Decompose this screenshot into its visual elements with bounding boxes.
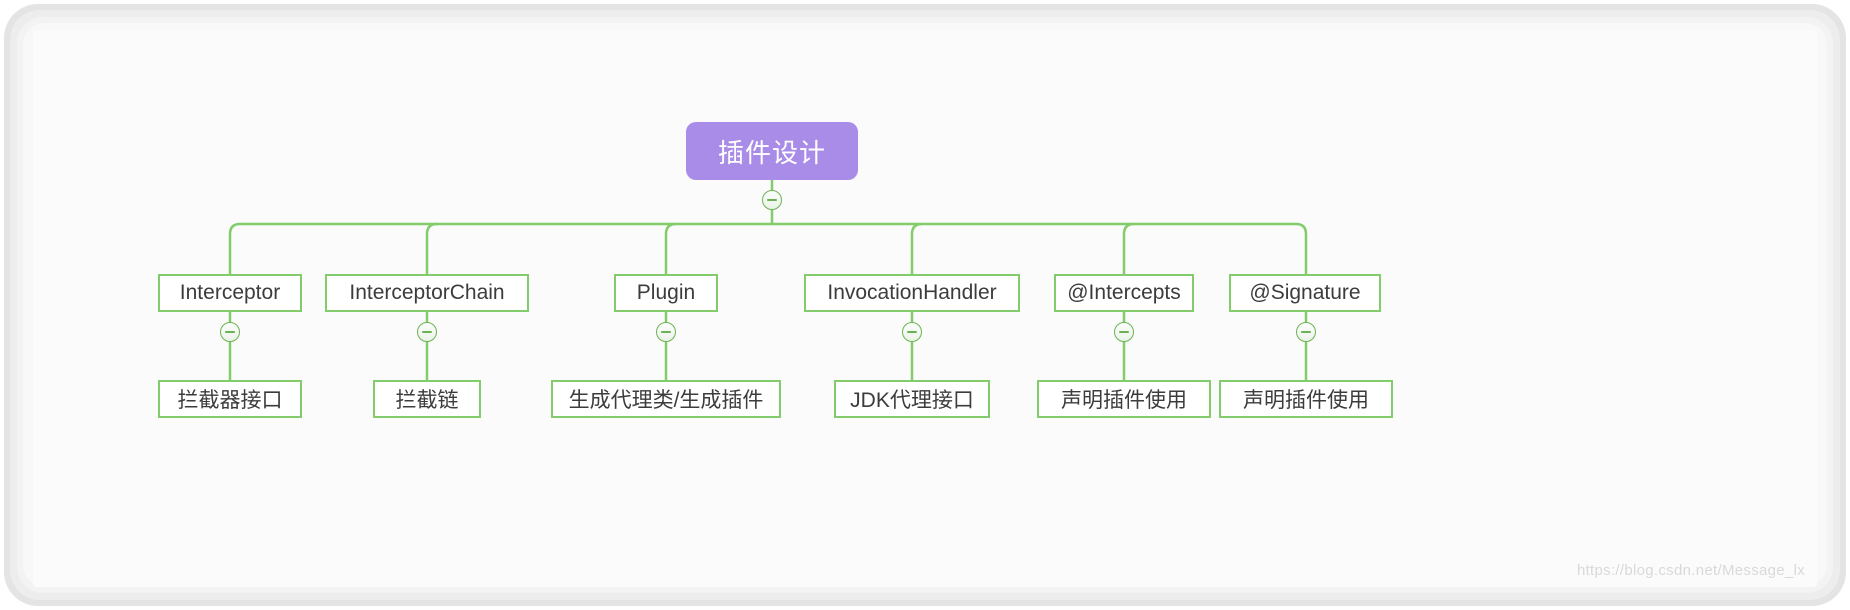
- collapse-toggle-intercepts[interactable]: [1114, 322, 1134, 342]
- node-label: @Intercepts: [1067, 281, 1181, 304]
- leaf-label: JDK代理接口: [850, 389, 974, 412]
- mindmap-leaf-intercepts[interactable]: 声明插件使用: [1037, 380, 1211, 418]
- collapse-toggle-plugin[interactable]: [656, 322, 676, 342]
- leaf-label: 拦截器接口: [177, 389, 283, 412]
- connector-edges: [228, 180, 1308, 380]
- minus-icon: [225, 331, 235, 333]
- mindmap-node-interceptorchain[interactable]: InterceptorChain: [325, 274, 529, 312]
- minus-icon: [661, 331, 671, 333]
- collapse-toggle-signature[interactable]: [1296, 322, 1316, 342]
- collapse-toggle-interceptor[interactable]: [220, 322, 240, 342]
- node-label: Interceptor: [179, 281, 281, 304]
- minus-icon: [1119, 331, 1129, 333]
- collapse-toggle-invocationhandler[interactable]: [902, 322, 922, 342]
- root-collapse-toggle[interactable]: [762, 190, 782, 210]
- mindmap-leaf-signature[interactable]: 声明插件使用: [1219, 380, 1393, 418]
- mindmap-node-signature[interactable]: @Signature: [1229, 274, 1381, 312]
- mindmap-leaf-interceptor[interactable]: 拦截器接口: [158, 380, 302, 418]
- node-label: InterceptorChain: [349, 281, 505, 304]
- leaf-label: 拦截链: [395, 389, 459, 412]
- mindmap-root-label: 插件设计: [717, 137, 826, 168]
- leaf-label: 声明插件使用: [1243, 389, 1369, 412]
- mindmap-node-plugin[interactable]: Plugin: [614, 274, 718, 312]
- node-label: InvocationHandler: [827, 281, 997, 304]
- node-label: Plugin: [636, 281, 696, 304]
- mindmap-node-intercepts[interactable]: @Intercepts: [1054, 274, 1194, 312]
- mindmap-leaf-plugin[interactable]: 生成代理类/生成插件: [551, 380, 781, 418]
- mindmap-leaf-invocationhandler[interactable]: JDK代理接口: [834, 380, 990, 418]
- minus-icon: [907, 331, 917, 333]
- mindmap-leaf-interceptorchain[interactable]: 拦截链: [373, 380, 481, 418]
- mindmap-node-invocationhandler[interactable]: InvocationHandler: [804, 274, 1020, 312]
- leaf-label: 声明插件使用: [1061, 389, 1187, 412]
- minus-icon: [1301, 331, 1311, 333]
- minus-icon: [422, 331, 432, 333]
- minus-icon: [767, 199, 777, 201]
- leaf-label: 生成代理类/生成插件: [568, 389, 764, 412]
- mindmap-root-node[interactable]: 插件设计: [686, 122, 858, 180]
- node-label: @Signature: [1249, 281, 1361, 304]
- watermark-text: https://blog.csdn.net/Message_lx: [1576, 562, 1805, 579]
- mindmap-node-interceptor[interactable]: Interceptor: [158, 274, 302, 312]
- mindmap-canvas[interactable]: 插件设计 Interceptor InterceptorChain Plugin…: [33, 30, 1817, 587]
- collapse-toggle-interceptorchain[interactable]: [417, 322, 437, 342]
